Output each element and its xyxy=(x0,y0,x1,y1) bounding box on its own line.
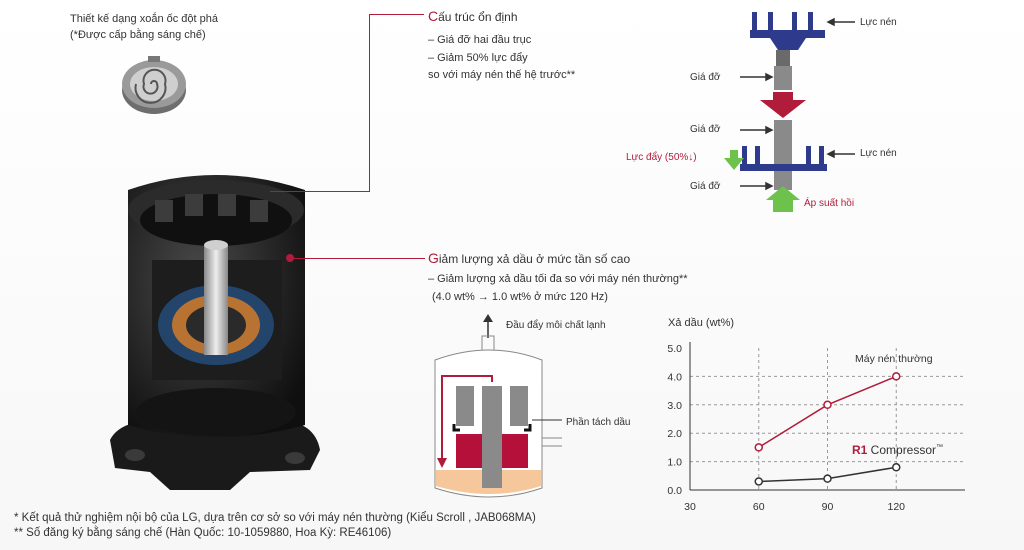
mid-scroll-shape xyxy=(740,146,827,171)
label-vapor-pressure: Áp suất hồi xyxy=(804,198,855,209)
force-diagram xyxy=(724,12,855,212)
x-tick-label: 60 xyxy=(753,501,765,513)
data-point-0 xyxy=(754,443,763,452)
label-separator: Phần tách dầu xyxy=(566,417,631,428)
data-point-1 xyxy=(823,474,832,483)
leader-line-structure-bottom xyxy=(270,191,370,192)
top-scroll-shape xyxy=(750,12,825,50)
label-thrust: Lực đẩy (50%↓) xyxy=(626,152,697,163)
x-tick-label: 30 xyxy=(684,501,696,513)
green-arrow-up xyxy=(766,186,800,212)
data-point-1 xyxy=(892,463,901,472)
y-tick-label: 4.0 xyxy=(667,371,682,383)
compressor-image xyxy=(110,175,320,490)
y-tick-label: 3.0 xyxy=(667,400,682,412)
oil-separator-diagram xyxy=(434,314,562,498)
data-point-1 xyxy=(754,477,763,486)
y-tick-label: 0.0 xyxy=(667,485,682,497)
red-arrow-down xyxy=(760,92,806,118)
series-label-normal: Máy nén thường xyxy=(855,353,933,365)
scroll-design-note: (*Được cấp bằng sáng chế) xyxy=(70,29,206,41)
footnote-1: * Kết quả thử nghiệm nội bộ của LG, dựa … xyxy=(14,512,536,524)
oil-line-2: (4.0 wt% → 1.0 wt% ở mức 120 Hz) xyxy=(432,291,608,303)
oil-heading: Giảm lượng xả dầu ở mức tần số cao xyxy=(428,250,631,266)
y-tick-label: 1.0 xyxy=(667,457,682,469)
oil-discharge-chart: Xả dầu (wt%) 0.0 1.0 2.0 3.0 4.0 5.0 30 60 90 120 xyxy=(667,317,965,513)
green-arrow-down xyxy=(724,150,744,170)
label-support-3: Giá đỡ xyxy=(690,181,721,192)
x-tick-label: 120 xyxy=(887,501,905,513)
structure-item-1: – Giá đỡ hai đầu trục xyxy=(428,34,532,46)
footnote-2: ** Số đăng ký bằng sáng chế (Hàn Quốc: 1… xyxy=(14,527,392,539)
chart-ylabel: Xả dầu (wt%) xyxy=(668,317,734,329)
y-tick-label: 5.0 xyxy=(667,343,682,355)
series-label-r1: R1 Compressor™ xyxy=(852,443,944,457)
y-tick-label: 2.0 xyxy=(667,428,682,440)
label-discharge: Đầu đẩy môi chất lạnh xyxy=(506,320,606,331)
leader-line-structure-top xyxy=(369,14,424,15)
data-point-0 xyxy=(892,372,901,381)
x-tick-label: 90 xyxy=(822,501,834,513)
leader-line-oil xyxy=(292,258,425,259)
label-support-2: Giá đỡ xyxy=(690,124,721,135)
leader-dot-oil xyxy=(286,254,294,262)
oil-line-1: – Giảm lượng xả dầu tối đa so với máy né… xyxy=(428,273,688,285)
label-compress-mid: Lực nén xyxy=(860,148,897,159)
scroll-design-title: Thiết kế dạng xoắn ốc đột phá xyxy=(70,13,218,25)
scroll-part-image xyxy=(122,56,186,114)
leader-line-structure-vertical xyxy=(369,14,370,192)
data-point-0 xyxy=(823,400,832,410)
structure-heading: Cấu trúc ổn định xyxy=(428,8,518,24)
series-line-0 xyxy=(758,375,897,449)
label-compress-top: Lực nén xyxy=(860,17,897,28)
structure-item-3: so với máy nén thế hệ trước** xyxy=(428,69,576,81)
label-support-1: Giá đỡ xyxy=(690,72,721,83)
structure-item-2: – Giảm 50% lực đẩy xyxy=(428,52,528,64)
